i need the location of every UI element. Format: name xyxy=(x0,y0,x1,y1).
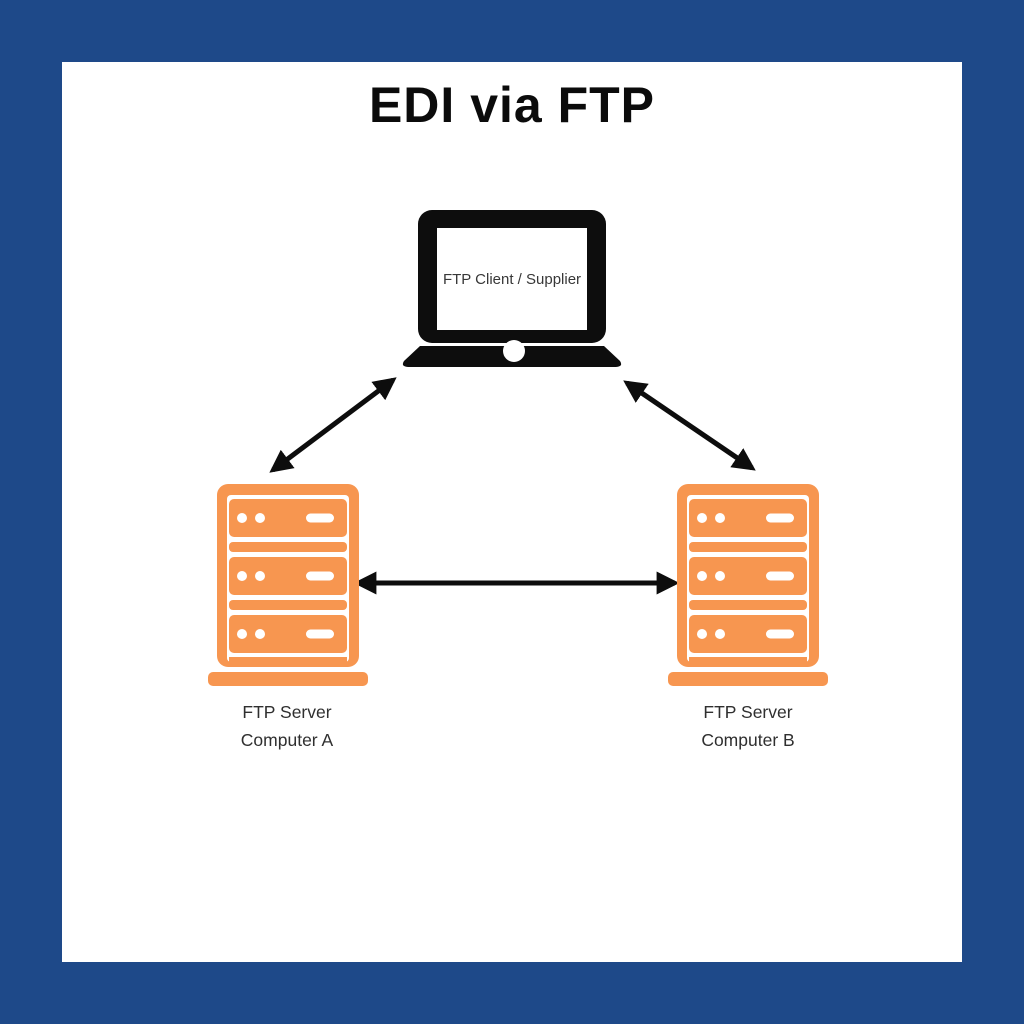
laptop-icon xyxy=(402,210,622,367)
server-a-label-line2: Computer A xyxy=(240,730,334,750)
server-b-label-line2: Computer B xyxy=(701,730,795,750)
ftp-client-label: FTP Client / Supplier xyxy=(442,270,582,288)
ftp-server-a-label: FTP Server Computer A xyxy=(177,698,397,754)
diagram-canvas: EDI via FTP FTP Client / Supplier xyxy=(62,62,962,962)
ftp-server-b-label: FTP Server Computer B xyxy=(638,698,858,754)
server-b-icon xyxy=(668,484,828,686)
arrow-client-server-a xyxy=(269,377,397,473)
server-b-label-line1: FTP Server xyxy=(703,702,793,722)
diagram-title: EDI via FTP xyxy=(368,77,656,133)
server-a-label-line1: FTP Server xyxy=(242,702,332,722)
server-a-icon xyxy=(208,484,368,686)
arrow-client-server-b xyxy=(623,380,756,471)
connection-arrows xyxy=(269,377,756,595)
